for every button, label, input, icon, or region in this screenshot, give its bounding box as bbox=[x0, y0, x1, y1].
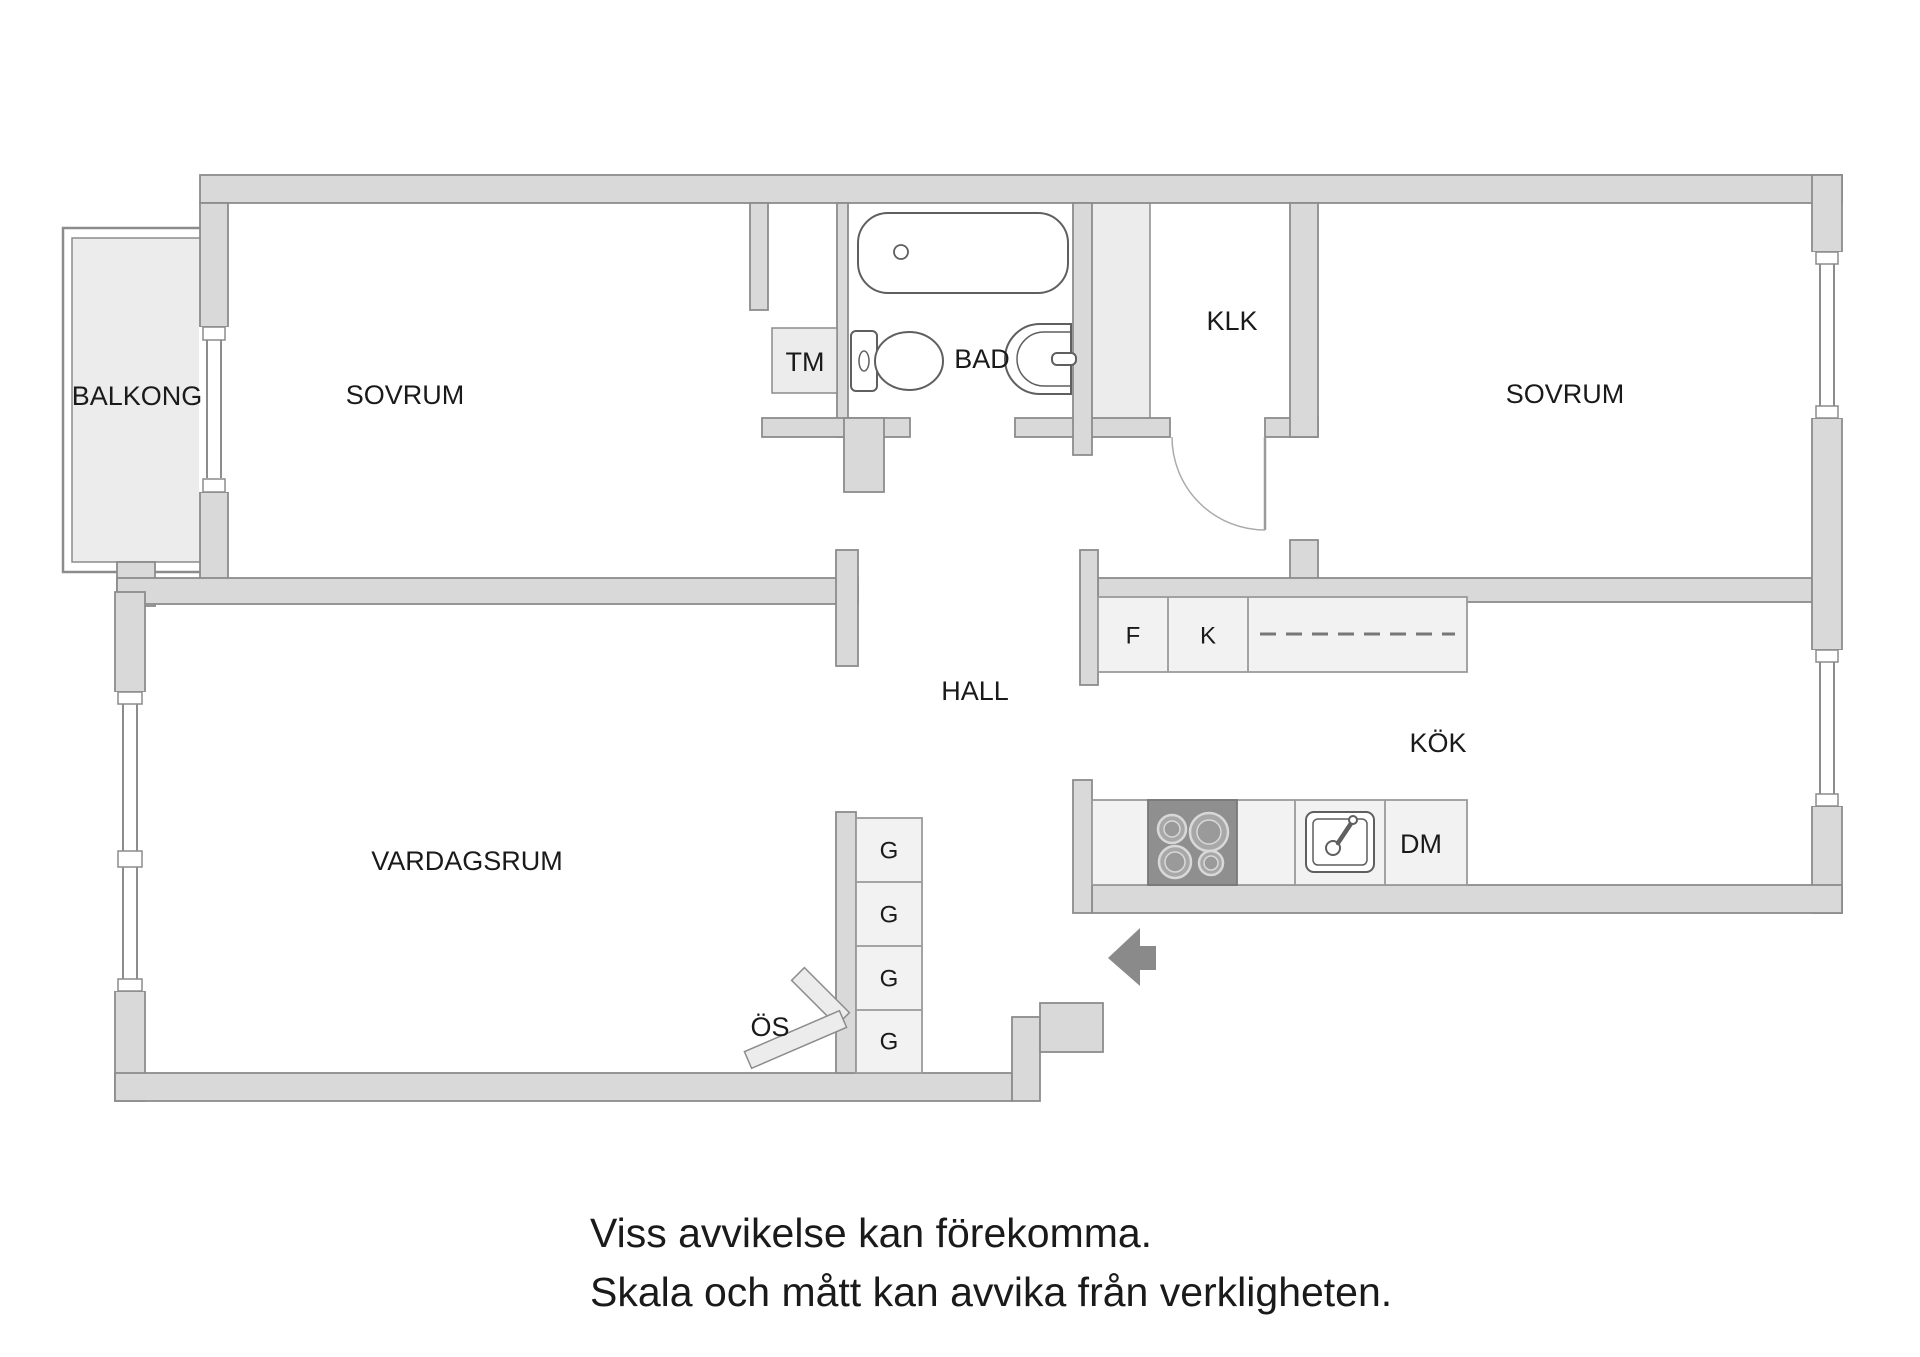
wall-hall-divider-lower bbox=[835, 811, 857, 1074]
wall-kitchen-cap bbox=[1079, 549, 1099, 686]
burner-inner bbox=[1163, 820, 1181, 838]
window-sill bbox=[1815, 251, 1839, 265]
kitchen-counter bbox=[1091, 799, 1468, 886]
balcony-area bbox=[61, 226, 209, 574]
wall-left-upper bbox=[199, 202, 229, 328]
burner-inner bbox=[1203, 855, 1219, 871]
wall-right-middle bbox=[1811, 417, 1843, 651]
footer-disclaimer: Viss avvikelse kan förekomma. Skala och … bbox=[590, 1210, 1392, 1315]
door-swing-icon bbox=[1171, 436, 1267, 531]
living-room-label: VARDAGSRUM bbox=[371, 846, 563, 876]
washing-machine-label: TM bbox=[786, 347, 825, 377]
wall-bath-right bbox=[1072, 202, 1093, 456]
toilet-icon bbox=[850, 330, 944, 392]
bathtub-icon bbox=[857, 212, 1069, 294]
dishwasher-label: DM bbox=[1400, 829, 1442, 859]
window-sill bbox=[202, 478, 226, 493]
walk-in-closet-label: KLK bbox=[1206, 306, 1257, 336]
window-sill bbox=[1815, 405, 1839, 419]
wardrobe-label: G bbox=[880, 838, 899, 865]
wall-bedroom2-left bbox=[1289, 202, 1319, 438]
wall-right-upper bbox=[1811, 174, 1843, 253]
kitchen-window-icon bbox=[1811, 649, 1843, 807]
bathtub-body bbox=[857, 212, 1069, 294]
wardrobe-column bbox=[855, 817, 923, 1074]
window-opening bbox=[1811, 252, 1843, 418]
wardrobe-label: G bbox=[880, 1029, 899, 1056]
kitchen-upper-cabinets bbox=[1097, 596, 1468, 673]
bedroom-left-label: SOVRUM bbox=[346, 380, 465, 410]
toilet-button bbox=[858, 350, 870, 372]
bathtub-drain bbox=[893, 244, 909, 260]
wall-hall-jamb-left bbox=[843, 417, 885, 493]
wall-bottom bbox=[114, 1072, 1013, 1102]
kitchen-label: KÖK bbox=[1409, 728, 1466, 758]
sink-bowl-inner bbox=[1016, 331, 1071, 387]
bathroom-sink-icon bbox=[1004, 323, 1077, 395]
window-sill bbox=[1815, 649, 1839, 663]
faucet-lever bbox=[1335, 819, 1355, 846]
toilet-bowl bbox=[874, 331, 944, 391]
bathroom-fixtures bbox=[850, 212, 1077, 395]
sink-faucet bbox=[1051, 352, 1077, 366]
ventilation-shaft bbox=[1089, 202, 1151, 420]
cabinet-row bbox=[1097, 596, 1468, 673]
fridge-label: K bbox=[1200, 623, 1216, 650]
window-sill bbox=[117, 978, 143, 992]
wall-entry-pillar bbox=[1072, 779, 1093, 914]
bedroom-right-window-icon bbox=[1811, 251, 1843, 419]
entry-arrow-icon bbox=[1108, 928, 1156, 986]
door-arc bbox=[1171, 436, 1266, 531]
fireplace-icon bbox=[743, 966, 851, 1070]
footer-line-1: Viss avvikelse kan förekomma. bbox=[590, 1210, 1152, 1256]
sink-bowl bbox=[1004, 323, 1072, 395]
window-opening bbox=[1811, 650, 1843, 806]
wall-tm-niche-stub bbox=[749, 202, 769, 311]
wall-kitchen-bottom bbox=[1091, 884, 1843, 914]
balcony-label: BALKONG bbox=[72, 381, 203, 411]
wall-entry-step1 bbox=[1011, 1016, 1041, 1102]
footer-line-2: Skala och mått kan avvika från verklighe… bbox=[590, 1269, 1392, 1315]
window-sill bbox=[202, 326, 226, 341]
wall-left-lower bbox=[199, 491, 229, 581]
wall-bedroom1-bottom bbox=[116, 577, 859, 605]
burner-inner bbox=[1164, 851, 1186, 873]
burner-inner bbox=[1196, 819, 1222, 845]
fireplace-label: ÖS bbox=[750, 1012, 789, 1042]
wardrobe-label: G bbox=[880, 902, 899, 929]
windows bbox=[114, 251, 1843, 992]
window-sill bbox=[1815, 793, 1839, 807]
washing-machine-box bbox=[771, 327, 838, 394]
wardrobe-label: G bbox=[880, 966, 899, 993]
window-opening bbox=[114, 692, 146, 991]
window-opening bbox=[199, 327, 229, 492]
window-sill bbox=[117, 691, 143, 705]
fixture-labels: TM F K DM G G G G ÖS bbox=[750, 347, 1442, 1056]
freezer-label: F bbox=[1126, 623, 1141, 650]
living-room-window-icon bbox=[114, 691, 146, 992]
balcony-door-window-icon bbox=[199, 326, 229, 493]
wall-bath-left bbox=[836, 202, 849, 438]
wall-entry-step2 bbox=[1039, 1002, 1104, 1053]
walls bbox=[114, 174, 1843, 1102]
wall-bath-bottom-left bbox=[761, 417, 911, 438]
bathroom-label: BAD bbox=[954, 344, 1010, 374]
wall-living-left-upper bbox=[114, 591, 146, 693]
wall-hall-cap-left bbox=[835, 549, 859, 667]
stove-icon bbox=[1147, 799, 1238, 886]
wall-top bbox=[199, 174, 1843, 204]
fireplace-arm-lower bbox=[743, 1009, 848, 1070]
kitchen-sink-icon bbox=[1305, 811, 1375, 873]
window-mullion bbox=[117, 850, 143, 868]
faucet-tip bbox=[1348, 815, 1358, 825]
room-labels: BALKONG SOVRUM BAD KLK SOVRUM HALL KÖK V… bbox=[72, 306, 1625, 876]
hall-label: HALL bbox=[941, 676, 1009, 706]
sink-inner bbox=[1312, 818, 1368, 866]
balcony-floor bbox=[71, 237, 208, 563]
toilet-tank bbox=[850, 330, 878, 392]
bedroom-right-label: SOVRUM bbox=[1506, 379, 1625, 409]
